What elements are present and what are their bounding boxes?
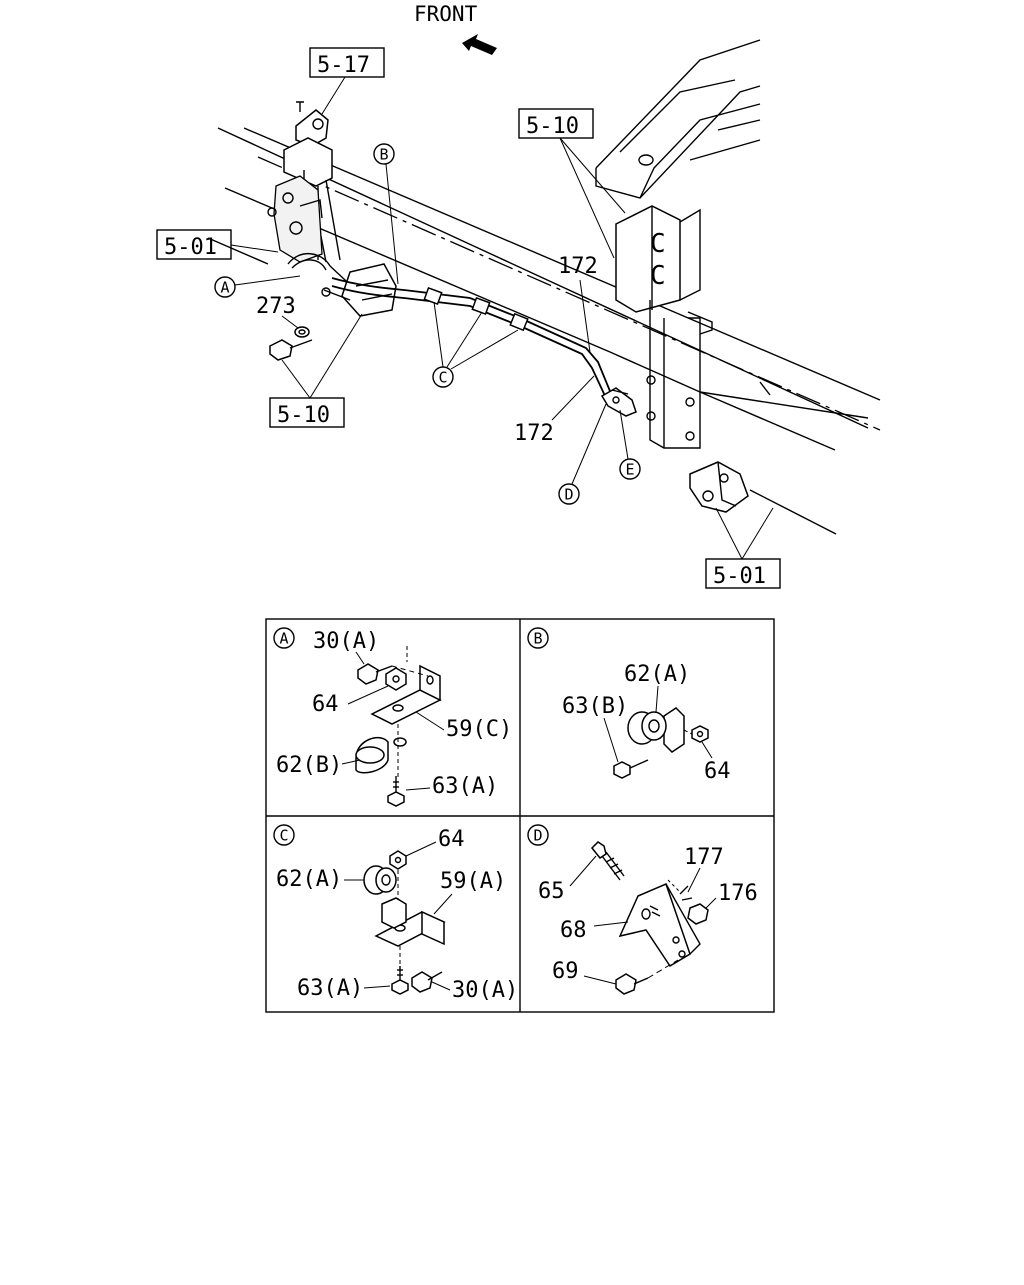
callout-a: A [214, 276, 236, 298]
detail-a-letter: A [279, 630, 288, 648]
front-indicator: FRONT [414, 2, 497, 55]
callout-c-letter: C [438, 369, 447, 387]
detail-a: A 30(A) 64 59(C) 62(B) 63(A) [273, 627, 512, 807]
detail-grid [265, 618, 775, 1013]
detail-c-label-63a: 63(A) [297, 976, 363, 1001]
part-273-label: 273 [256, 294, 296, 319]
detail-c-label-30a: 30(A) [452, 978, 518, 1003]
detail-d: D 177 65 176 68 69 [527, 824, 758, 995]
detail-b-letter: B [533, 630, 542, 648]
ref-box-5-10-bottom: 5-10 [269, 397, 345, 428]
detail-a-label-30a: 30(A) [313, 629, 379, 654]
parking-brake-cable [331, 277, 637, 417]
ref-5-17-label: 5-17 [317, 53, 370, 78]
ref-5-01-left-label: 5-01 [164, 235, 217, 260]
detail-b-label-63b: 63(B) [562, 694, 628, 719]
callout-d-letter: D [564, 486, 573, 504]
callout-d: D [558, 483, 580, 505]
detail-c-label-64: 64 [438, 827, 465, 852]
detail-c: C 64 62(A) 59(A) 63(A) 30(A) [273, 824, 518, 1003]
callout-a-letter: A [220, 279, 229, 297]
detail-b-label-64: 64 [704, 759, 731, 784]
detail-a-label-59c: 59(C) [446, 717, 512, 742]
frame-rails [207, 127, 881, 535]
crossmember: C C [595, 39, 761, 449]
ref-box-5-01-left: 5-01 [156, 229, 232, 260]
detail-d-label-68: 68 [560, 918, 587, 943]
front-label: FRONT [414, 2, 478, 26]
callout-e: E [619, 458, 641, 480]
ref-box-5-10-top: 5-10 [518, 108, 594, 139]
callout-b: B [373, 143, 395, 165]
detail-c-label-62a: 62(A) [276, 867, 342, 892]
ref-5-01-right-label: 5-01 [713, 564, 766, 589]
ref-box-5-01-right: 5-01 [705, 558, 781, 589]
detail-a-label-63a: 63(A) [432, 774, 498, 799]
detail-d-letter: D [533, 827, 542, 845]
rear-mount [689, 461, 749, 513]
part-172-upper-label: 172 [558, 254, 598, 279]
ref-5-10-top-label: 5-10 [526, 114, 579, 139]
detail-d-label-69: 69 [552, 959, 579, 984]
svg-text:C: C [650, 261, 666, 291]
detail-a-label-64: 64 [312, 692, 339, 717]
detail-b: B 62(A) 63(B) 64 [527, 627, 731, 784]
detail-d-label-176: 176 [718, 881, 758, 906]
callout-e-letter: E [625, 461, 634, 479]
part-172-lower-label: 172 [514, 421, 554, 446]
callout-b-letter: B [379, 146, 388, 164]
front-arrow-icon [462, 34, 497, 55]
detail-d-label-65: 65 [538, 879, 565, 904]
detail-c-label-59a: 59(A) [440, 869, 506, 894]
left-bracket-assembly [267, 101, 397, 317]
detail-d-label-177: 177 [684, 845, 724, 870]
svg-text:C: C [650, 229, 666, 259]
bolt-273-group [269, 326, 313, 361]
callout-c: C [432, 366, 454, 388]
detail-a-label-62b: 62(B) [276, 753, 342, 778]
ref-5-10-bottom-label: 5-10 [277, 403, 330, 428]
ref-box-5-17: 5-17 [309, 47, 385, 78]
detail-b-label-62a: 62(A) [624, 662, 690, 687]
detail-c-letter: C [279, 827, 288, 845]
